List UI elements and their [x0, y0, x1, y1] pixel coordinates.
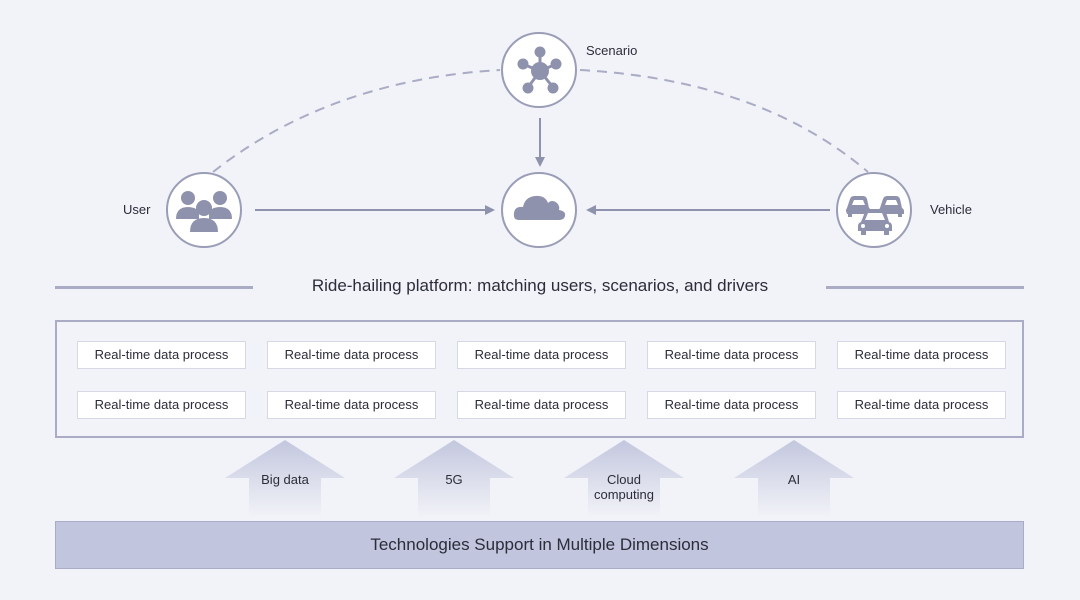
cloud-icon	[513, 195, 566, 220]
title-rule-left	[55, 286, 253, 289]
tech-label: 5G	[445, 472, 463, 487]
process-cell: Real-time data process	[647, 391, 816, 419]
tech-arrow-cloud-computing: Cloud computing	[564, 440, 684, 518]
scenario-label: Scenario	[586, 43, 638, 58]
process-cell: Real-time data process	[457, 391, 626, 419]
platform-title: Ride-hailing platform: matching users, s…	[311, 276, 769, 295]
process-grid: Real-time data process Real-time data pr…	[77, 341, 1006, 419]
process-cell: Real-time data process	[267, 341, 436, 369]
technologies-support-bar: Technologies Support in Multiple Dimensi…	[55, 521, 1024, 569]
process-cell: Real-time data process	[77, 341, 246, 369]
title-rule-right	[826, 286, 1024, 289]
scenario-node	[501, 32, 577, 108]
network-hub-icon	[517, 46, 562, 94]
up-arrow-icon	[734, 440, 854, 518]
process-cell: Real-time data process	[457, 341, 626, 369]
vehicle-node	[836, 172, 912, 248]
tech-arrow-5g: 5G	[394, 440, 514, 518]
tech-label: Big data	[261, 472, 309, 487]
process-cell: Real-time data process	[77, 391, 246, 419]
up-arrow-icon	[225, 440, 345, 518]
dashed-arc-left	[212, 69, 501, 173]
tech-label: AI	[787, 472, 801, 487]
tech-arrow-big-data: Big data	[225, 440, 345, 518]
process-cell: Real-time data process	[837, 391, 1006, 419]
dashed-arc-right	[579, 69, 869, 173]
users-group-icon	[176, 191, 232, 232]
platform-node	[501, 172, 577, 248]
up-arrow-icon	[564, 440, 684, 518]
user-label: User	[123, 202, 151, 217]
tech-label: Cloud computing	[594, 472, 654, 502]
process-cell: Real-time data process	[267, 391, 436, 419]
process-cell: Real-time data process	[837, 341, 1006, 369]
up-arrow-icon	[394, 440, 514, 518]
tech-arrow-ai: AI	[734, 440, 854, 518]
vehicle-label: Vehicle	[930, 202, 972, 217]
user-node	[166, 172, 242, 248]
process-cell: Real-time data process	[647, 341, 816, 369]
cars-icon	[846, 196, 904, 235]
process-panel: Real-time data process Real-time data pr…	[55, 320, 1024, 438]
